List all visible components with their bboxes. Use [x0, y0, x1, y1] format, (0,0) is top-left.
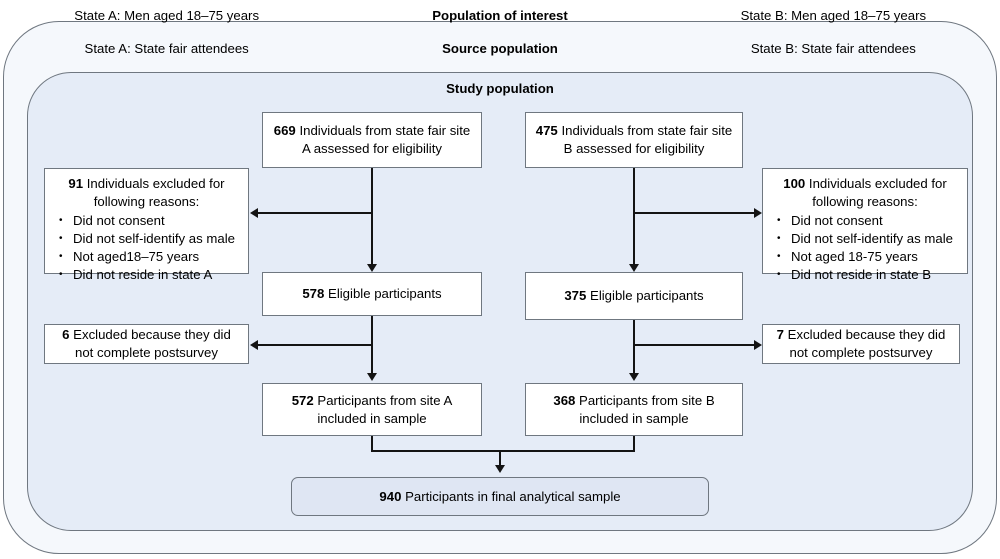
postsurvey-b-text: Excluded because they did not complete p…: [784, 327, 946, 360]
connector-eligible-b-to-included-b: [633, 320, 635, 375]
final-text: Participants in final analytical sample: [401, 489, 621, 504]
band-study-title: Study population: [446, 81, 554, 96]
eligible-b-count: 375: [564, 288, 587, 303]
list-item: Did not consent: [772, 212, 958, 230]
list-item: Did not consent: [54, 212, 239, 230]
included-a-count: 572: [291, 392, 314, 408]
band-study-left: [0, 81, 333, 96]
band-source-population: State A: State fair attendees Source pop…: [0, 41, 1000, 56]
box-assessed-site-a: 669 Individuals from state fair site A a…: [262, 112, 482, 168]
list-item: Did not self-identify as male: [54, 230, 239, 248]
band-population-of-interest: State A: Men aged 18–75 years Population…: [0, 8, 1000, 23]
box-included-site-a: 572 Participants from site A included in…: [262, 383, 482, 436]
list-item: Not aged18–75 years: [54, 248, 239, 266]
included-b-count: 368: [553, 392, 576, 408]
included-a-text: Participants from site A included in sam…: [313, 392, 453, 426]
arrowhead-right-icon: [754, 208, 762, 218]
exclusions-a-heading: 91 Individuals excluded for following re…: [54, 175, 239, 211]
connector-merge-bar: [371, 450, 635, 452]
connector-assessed-a-to-eligible-a: [371, 168, 373, 266]
list-item: Did not reside in state B: [772, 266, 958, 284]
assessed-a-text: Individuals from state fair site A asses…: [295, 123, 471, 156]
band-population-left: State A: Men aged 18–75 years: [74, 8, 260, 23]
arrowhead-down-icon: [629, 264, 639, 272]
band-source-left: State A: State fair attendees: [84, 41, 249, 56]
exclusions-a-reason-list: Did not consent Did not self-identify as…: [54, 212, 239, 284]
arrowhead-down-icon: [367, 373, 377, 381]
box-postsurvey-exclusion-site-b: 7 Excluded because they did not complete…: [762, 324, 960, 364]
connector-to-exclusions-site-b: [633, 212, 754, 214]
arrowhead-down-icon: [495, 465, 505, 473]
band-source-title: Source population: [442, 41, 558, 56]
connector-to-postsurvey-exclusion-site-b: [633, 344, 754, 346]
included-b-text: Participants from site B included in sam…: [575, 392, 715, 426]
exclusions-b-reason-list: Did not consent Did not self-identify as…: [772, 212, 958, 284]
box-eligible-site-b: 375 Eligible participants: [525, 272, 743, 320]
arrowhead-down-icon: [629, 373, 639, 381]
connector-to-postsurvey-exclusion-site-a: [258, 344, 372, 346]
arrowhead-down-icon: [367, 264, 377, 272]
band-study-right: [667, 81, 1000, 96]
exclusions-b-heading: 100 Individuals excluded for following r…: [772, 175, 958, 211]
connector-assessed-b-to-eligible-b: [633, 168, 635, 266]
postsurvey-b-count: 7: [776, 327, 785, 342]
assessed-a-count: 669: [273, 123, 296, 138]
box-eligible-site-a: 578 Eligible participants: [262, 272, 482, 316]
connector-merge-to-final: [499, 450, 501, 467]
arrowhead-right-icon: [754, 340, 762, 350]
arrowhead-left-icon: [250, 340, 258, 350]
eligible-a-text: Eligible participants: [324, 286, 442, 301]
box-included-site-b: 368 Participants from site B included in…: [525, 383, 743, 436]
box-assessed-site-b: 475 Individuals from state fair site B a…: [525, 112, 743, 168]
list-item: Not aged 18-75 years: [772, 248, 958, 266]
connector-included-a-to-merge: [371, 436, 373, 452]
postsurvey-a-text: Excluded because they did not complete p…: [69, 327, 231, 360]
box-final-analytical-sample: 940 Participants in final analytical sam…: [291, 477, 709, 516]
box-exclusions-site-b: 100 Individuals excluded for following r…: [762, 168, 968, 284]
band-population-title: Population of interest: [432, 8, 568, 23]
assessed-b-text: Individuals from state fair site B asses…: [557, 123, 733, 156]
exclusions-a-text: Individuals excluded for following reaso…: [83, 176, 225, 209]
eligible-a-count: 578: [302, 286, 325, 301]
box-postsurvey-exclusion-site-a: 6 Excluded because they did not complete…: [44, 324, 249, 364]
assessed-b-count: 475: [535, 123, 558, 138]
postsurvey-a-count: 6: [62, 327, 70, 342]
list-item: Did not reside in state A: [54, 266, 239, 284]
arrowhead-left-icon: [250, 208, 258, 218]
connector-to-exclusions-site-a: [258, 212, 372, 214]
exclusions-b-text: Individuals excluded for following reaso…: [805, 176, 947, 209]
list-item: Did not self-identify as male: [772, 230, 958, 248]
connector-included-b-to-merge: [633, 436, 635, 452]
band-study-population: Study population: [0, 81, 1000, 96]
eligible-b-text: Eligible participants: [586, 288, 704, 303]
band-source-right: State B: State fair attendees: [750, 41, 916, 56]
final-count: 940: [379, 489, 402, 504]
band-population-right: State B: Men aged 18–75 years: [740, 8, 927, 23]
box-exclusions-site-a: 91 Individuals excluded for following re…: [44, 168, 249, 284]
exclusions-b-count: 100: [783, 176, 806, 191]
exclusions-a-count: 91: [68, 176, 84, 191]
